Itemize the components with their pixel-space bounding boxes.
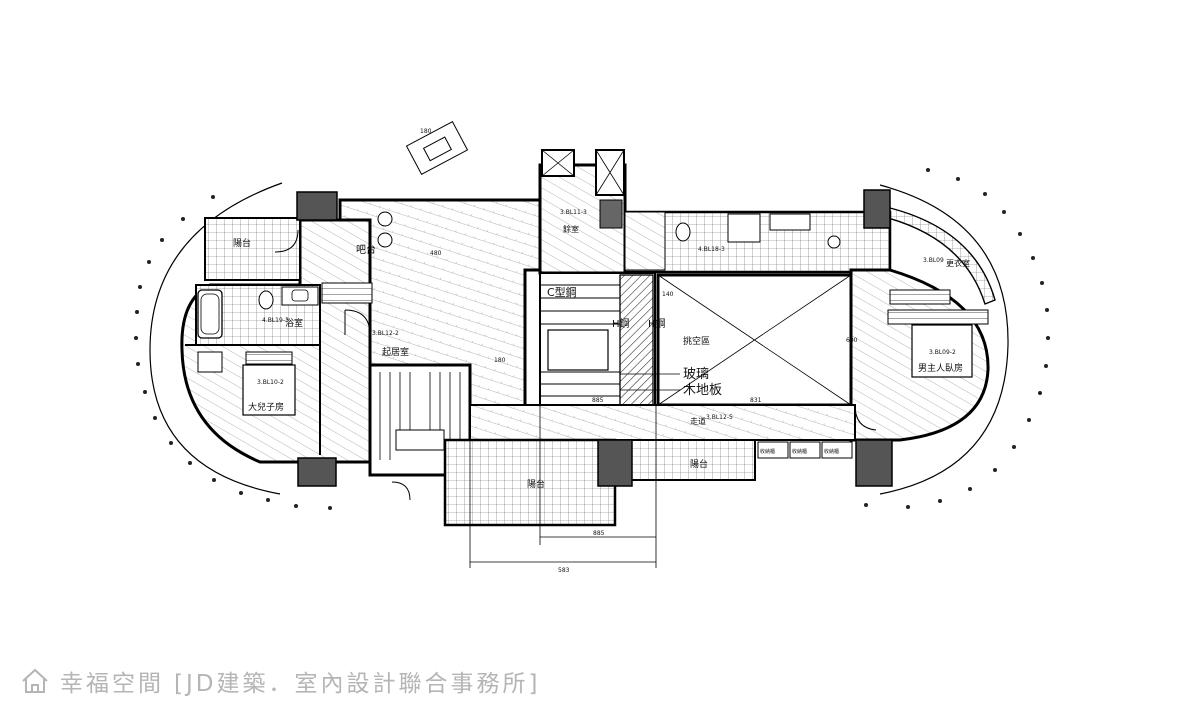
south-balcony-b (614, 439, 756, 481)
corridor-floor (469, 404, 856, 441)
master-bed (911, 324, 973, 378)
dim-void-height: 140 (662, 291, 674, 298)
east-dots (864, 168, 1050, 509)
tag-master: 3.BL09-2 (929, 349, 956, 356)
tag-living: 3.BL12-2 (372, 330, 399, 337)
tag-corridor: 3.BL12-5 (706, 414, 733, 421)
cabinets (757, 441, 853, 459)
label-void: 挑空區 (683, 335, 710, 347)
label-balcony-center: 陽台 (690, 458, 708, 470)
west-dots (134, 195, 332, 510)
east-curve-strip (887, 207, 996, 305)
east-outer-arc (879, 184, 1009, 495)
watermark-firm: [JD建築．室內設計聯合事務所] (174, 671, 541, 697)
stairwell (368, 363, 472, 477)
cabinet-label-2: 收納櫃 (792, 448, 807, 455)
cabinet-label-1: 收納櫃 (760, 448, 775, 455)
dim-small-a: 885 (592, 397, 604, 404)
son-bed (242, 364, 296, 416)
north-rotated-box (405, 120, 469, 176)
label-study: 餘室 (563, 224, 579, 234)
label-son-bedroom: 大兒子房 (248, 401, 284, 413)
annotation-wood-floor: 木地板 (683, 383, 722, 398)
cabinet-label-3: 收納櫃 (824, 448, 839, 455)
annotation-h-steel-left: H鋼 (612, 317, 630, 330)
label-corridor: 走道 (690, 416, 706, 426)
dim-left-depth: 480 (430, 250, 442, 257)
dim-stair-run: 180 (494, 357, 506, 364)
label-bath-west: 浴室 (285, 317, 303, 329)
annotation-h-steel-right: H鋼 (648, 317, 666, 330)
label-living: 起居室 (382, 346, 409, 358)
tag-closet: 3.BL09 (923, 257, 944, 264)
label-closet: 更衣室 (946, 258, 970, 268)
south-dimensions (469, 400, 657, 568)
dim-south-long: 583 (558, 567, 570, 574)
label-balcony-west: 陽台 (233, 237, 251, 249)
tag-study: 3.BL11-3 (560, 209, 587, 216)
watermark-brand: 幸福空間 (60, 671, 164, 697)
annotation-glass: 玻璃 (683, 367, 709, 382)
son-bedroom-wall (185, 344, 321, 455)
west-toilet (258, 290, 274, 310)
label-bar: 吧台 (356, 243, 376, 256)
west-balcony-floor (204, 217, 301, 281)
annotation-c-steel: C型鋼 (547, 285, 577, 299)
dim-void-width: 831 (750, 397, 762, 404)
house-logo-icon (22, 668, 48, 693)
tag-east-bath: 4.BL18-3 (698, 246, 725, 253)
dim-north-box: 180 (420, 128, 432, 135)
doors (274, 229, 877, 501)
label-balcony-south: 陽台 (527, 478, 545, 490)
dim-void-depth: 600 (846, 337, 858, 344)
columns (296, 189, 893, 487)
tag-son: 3.BL10-2 (257, 379, 284, 386)
bathtub (197, 289, 223, 339)
label-master: 男主人臥房 (918, 362, 963, 374)
tag-bath: 4.BL19-3 (262, 317, 289, 324)
watermark: 幸福空間 [JD建築．室內設計聯合事務所] (20, 664, 540, 698)
dim-south-short: 885 (593, 530, 605, 537)
